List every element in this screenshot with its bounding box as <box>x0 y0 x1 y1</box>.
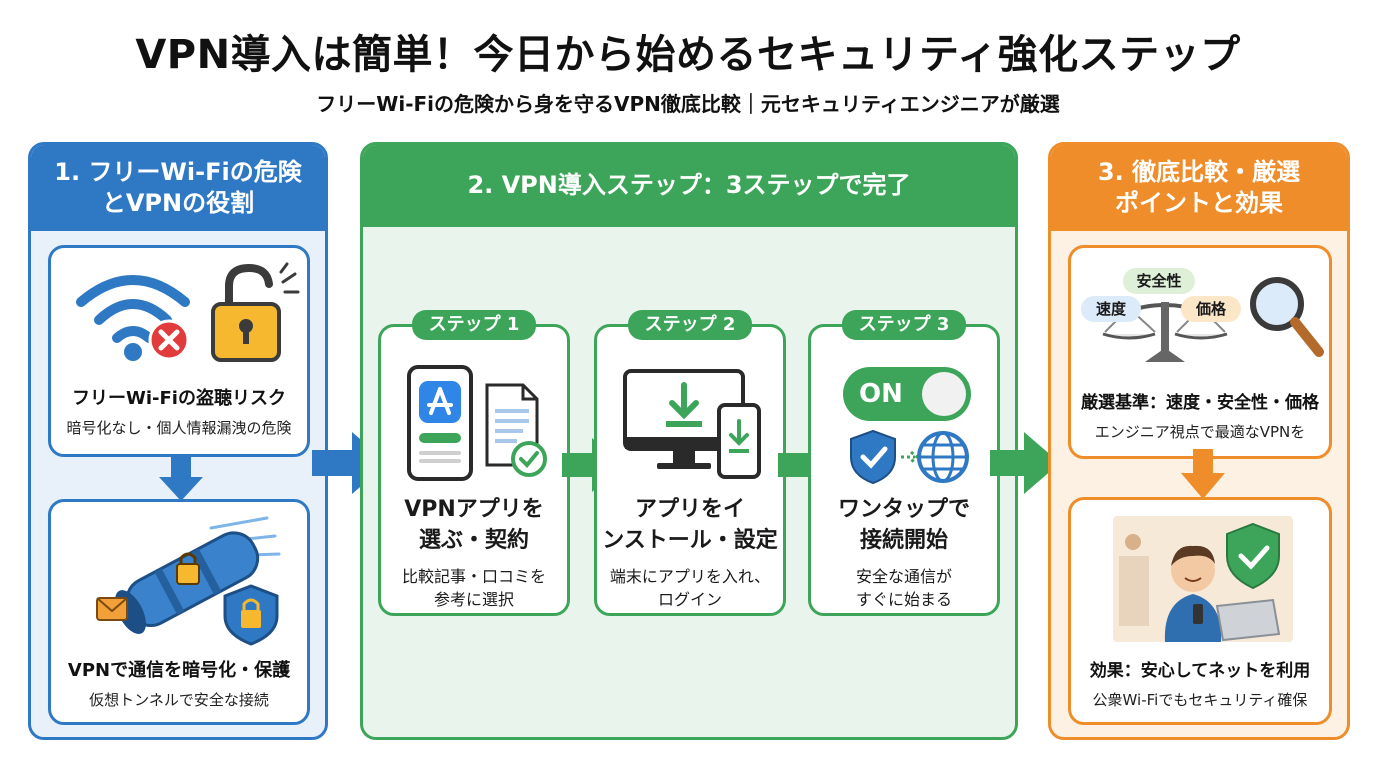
effect-desc: 公衆Wi-Fiでもセキュリティ確保 <box>1092 691 1308 709</box>
arrow-down-orange-icon <box>1181 449 1225 499</box>
error-x-icon <box>148 319 190 361</box>
step3-desc: 安全な通信が すぐに始まる <box>855 567 952 610</box>
scale-label-safety: 安全性 <box>1123 268 1195 294</box>
criteria-desc: エンジニア視点で最適なVPNを <box>1094 423 1306 441</box>
effect-title: 効果：安心してネットを利用 <box>1089 661 1311 681</box>
step1-badge: ステップ 1 <box>412 310 536 340</box>
criteria-title: 厳選基準：速度・安全性・価格 <box>1081 393 1319 413</box>
desktop-download-icon <box>623 369 761 479</box>
toggle-label: ON <box>859 379 903 409</box>
step2-badge: ステップ 2 <box>628 310 752 340</box>
magnifier-icon <box>1250 277 1324 357</box>
wifi-risk-title: フリーWi-Fiの盗聴リスク <box>72 388 286 409</box>
section-comparison: 3. 徹底比較・厳選 ポイントと効果 安全性 速度 価格 厳選基準：速度・安全性… <box>1048 142 1350 740</box>
phone-download-icon <box>717 403 761 479</box>
document-check-icon <box>485 383 547 477</box>
smartphone-app-store-icon <box>407 365 547 481</box>
step3-badge: ステップ 3 <box>842 310 966 340</box>
step3-card: ON ワンタップで 接続開始 安全な通信が すぐに始まる <box>808 324 1000 616</box>
arrow-right-green-icon <box>562 438 624 492</box>
vpn-tunnel-icon <box>96 516 281 646</box>
unlocked-padlock-icon <box>211 262 300 362</box>
step1-desc: 比較記事・口コミを 参考に選択 <box>401 567 546 610</box>
section3-title: 3. 徹底比較・厳選 ポイントと効果 <box>1051 145 1347 231</box>
page-subtitle: フリーWi-Fiの危険から身を守るVPN徹底比較｜元セキュリティエンジニアが厳選 <box>316 92 1060 116</box>
criteria-card: 安全性 速度 価格 厳選基準：速度・安全性・価格 エンジニア視点で最適なVPNを <box>1068 245 1332 459</box>
arrow-down-icon <box>159 457 203 501</box>
step3-title: ワンタップで 接続開始 <box>837 497 970 553</box>
step2-card: アプリをイ ンストール・設定 端末にアプリを入れ、 ログイン <box>594 324 786 616</box>
scale-label-speed: 速度 <box>1081 296 1141 322</box>
vpn-encryption-desc: 仮想トンネルで安全な接続 <box>89 691 269 709</box>
shield-check-icon <box>850 429 969 485</box>
globe-icon <box>917 431 969 483</box>
step1-card: VPNアプリを 選ぶ・契約 比較記事・口コミを 参考に選択 <box>378 324 570 616</box>
toggle-switch-icon: ON <box>843 367 971 421</box>
page-title: VPN導入は簡単！今日から始めるセキュリティ強化ステップ <box>135 32 1241 78</box>
section1-title: 1. フリーWi-Fiの危険 とVPNの役割 <box>31 145 325 231</box>
wifi-icon <box>76 275 190 361</box>
vpn-encryption-card: VPNで通信を暗号化・保護 仮想トンネルで安全な接続 <box>48 499 310 725</box>
scale-label-price: 価格 <box>1181 296 1241 322</box>
step2-title: アプリをイ ンストール・設定 <box>602 497 778 553</box>
effect-card: 効果：安心してネットを利用 公衆Wi-Fiでもセキュリティ確保 <box>1068 497 1332 725</box>
section-wifi-risk: 1. フリーWi-Fiの危険 とVPNの役割 フリーWi-Fiの盗聴リスク 暗号… <box>28 142 328 740</box>
wifi-risk-card: フリーWi-Fiの盗聴リスク 暗号化なし・個人情報漏洩の危険 <box>48 245 310 457</box>
step1-title: VPNアプリを 選ぶ・契約 <box>404 497 544 553</box>
section2-title: 2. VPN導入ステップ：3ステップで完了 <box>363 145 1015 227</box>
step2-desc: 端末にアプリを入れ、 ログイン <box>609 567 771 610</box>
vpn-encryption-title: VPNで通信を暗号化・保護 <box>67 660 291 681</box>
arrow-right-green-icon <box>990 432 1060 494</box>
wifi-risk-desc: 暗号化なし・個人情報漏洩の危険 <box>66 419 292 437</box>
person-laptop-icon <box>1113 516 1293 642</box>
